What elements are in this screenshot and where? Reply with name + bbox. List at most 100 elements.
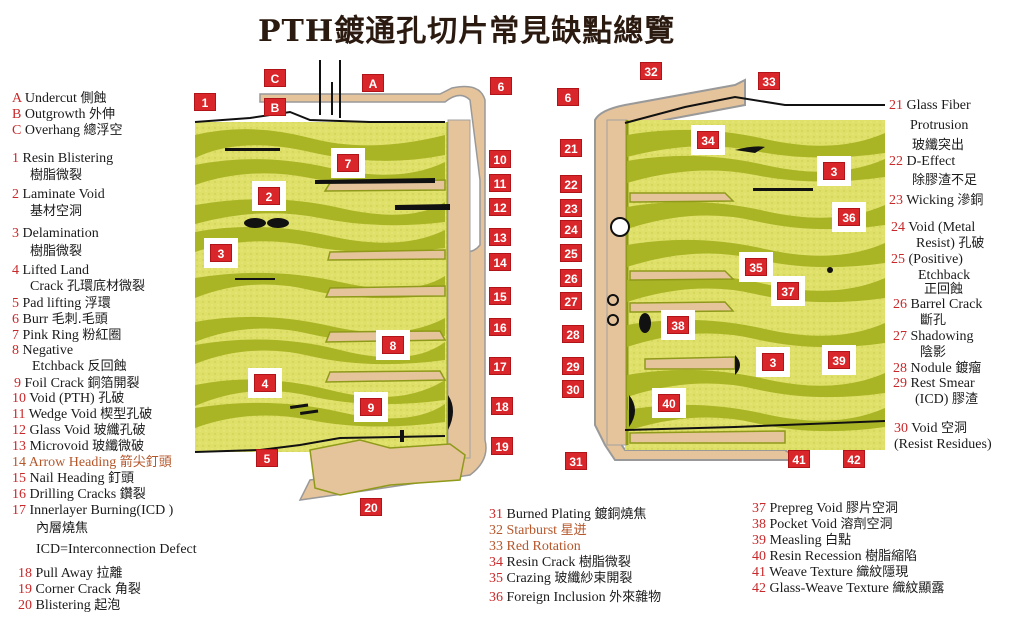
legend-number: 38 [752, 517, 766, 532]
legend-number: 29 [893, 376, 907, 391]
legend-item: 內層燒焦 [36, 521, 88, 537]
legend-english: Glass Void [29, 423, 91, 438]
legend-item: 玻纖突出 [912, 138, 964, 154]
legend-english: Etchback [32, 359, 85, 374]
legend-chinese: 浮環 [84, 296, 111, 311]
legend-chinese: 白點 [825, 533, 852, 548]
legend-number: 2 [12, 187, 19, 202]
callout-tag-42: 42 [843, 450, 865, 468]
legend-item: Resist) 孔破 [916, 236, 984, 252]
left-cross-section-diagram [194, 60, 487, 501]
legend-item: 38 Pocket Void 溶劑空洞 [752, 517, 893, 533]
legend-number: 32 [489, 523, 503, 538]
legend-english: Burr [22, 312, 49, 327]
legend-item: 22 D-Effect [889, 154, 955, 170]
legend-item: 11 Wedge Void 楔型孔破 [12, 407, 152, 423]
legend-english: Protrusion [910, 118, 969, 133]
legend-english: Microvoid [29, 439, 89, 454]
legend-number: 25 [891, 252, 905, 267]
legend-item: 2 Laminate Void [12, 187, 105, 203]
legend-item: 39 Measling 白點 [752, 533, 851, 549]
legend-item: 5 Pad lifting 浮環 [12, 296, 111, 312]
legend-english: Crack [30, 279, 64, 294]
legend-item: 35 Crazing 玻纖紗束開裂 [489, 571, 632, 587]
legend-chinese: 拉離 [96, 566, 123, 581]
legend-item: 24 Void (Metal [891, 220, 975, 236]
legend-chinese: 孔破 [958, 236, 985, 251]
legend-item: 41 Weave Texture 織紋隱現 [752, 565, 908, 581]
legend-number: 37 [752, 501, 766, 516]
callout-tag-14: 14 [489, 253, 511, 271]
legend-english: Laminate Void [22, 187, 105, 202]
legend-number: 7 [12, 328, 19, 343]
legend-item: 基材空洞 [30, 204, 82, 220]
legend-english: Foil Crack [24, 376, 85, 391]
legend-item: 26 Barrel Crack [893, 297, 982, 313]
legend-number: 24 [891, 220, 905, 235]
legend-chinese: 側蝕 [80, 91, 107, 106]
callout-tag-39: 39 [822, 345, 856, 375]
callout-tag-30: 30 [562, 380, 584, 398]
legend-english: Weave Texture [769, 565, 853, 580]
legend-english: Nail Heading [29, 471, 105, 486]
callout-tag-23: 23 [560, 199, 582, 217]
callout-tag-15: 15 [489, 287, 511, 305]
legend-item: 除膠渣不足 [912, 173, 977, 189]
legend-chinese: 外伸 [89, 107, 116, 122]
legend-item: 40 Resin Recession 樹脂縮陷 [752, 549, 917, 565]
legend-item: 樹脂微裂 [30, 244, 82, 260]
page-title: PTH鍍通孔切片常見缺點總覽 [258, 14, 676, 49]
callout-tag-11: 11 [489, 174, 511, 192]
callout-tag-3: 3 [817, 156, 851, 186]
legend-chinese: 樹脂縮陷 [865, 549, 918, 564]
legend-chinese: 釘頭 [108, 471, 135, 486]
legend-number: 34 [489, 555, 503, 570]
callout-tag-37: 37 [771, 276, 805, 306]
legend-chinese: 滲銅 [957, 193, 984, 208]
legend-item: 34 Resin Crack 樹脂微裂 [489, 555, 631, 571]
legend-english: ICD=Interconnection Defect [36, 542, 197, 557]
legend-number: 15 [12, 471, 26, 486]
legend-item: 10 Void (PTH) 孔破 [12, 391, 124, 407]
legend-number: 36 [489, 590, 503, 605]
callout-tag-3: 3 [204, 238, 238, 268]
legend-chinese: 粉紅圈 [82, 328, 122, 343]
legend-number: 39 [752, 533, 766, 548]
callout-tag-19: 19 [491, 437, 513, 455]
callout-tag-c: C [264, 69, 286, 87]
callout-tag-32: 32 [640, 62, 662, 80]
legend-item: 13 Microvoid 玻纖微破 [12, 439, 144, 455]
legend-number: 16 [12, 487, 26, 502]
legend-item: Protrusion [910, 118, 968, 134]
legend-number: 1 [12, 151, 19, 166]
legend-chinese: 溶劑空洞 [840, 517, 893, 532]
legend-number: 11 [12, 407, 26, 422]
legend-number: 40 [752, 549, 766, 564]
right-cross-section-diagram [594, 78, 885, 461]
legend-item: 6 Burr 毛刺.毛頭 [12, 312, 108, 328]
legend-chinese: 鍍銅燒焦 [594, 507, 647, 522]
legend-english: Delamination [22, 226, 99, 241]
legend-chinese: 除膠渣不足 [912, 173, 978, 188]
callout-tag-3: 3 [756, 347, 790, 377]
legend-item: 正回蝕 [924, 282, 963, 298]
legend-item: (ICD) 膠渣 [915, 392, 978, 408]
legend-item: Etchback 反回蝕 [32, 359, 127, 375]
legend-english: Pink Ring [22, 328, 79, 343]
callout-tag-34: 34 [691, 125, 725, 155]
legend-item: 15 Nail Heading 釘頭 [12, 471, 134, 487]
legend-chinese: 總浮空 [83, 123, 123, 138]
legend-item: 25 (Positive) [891, 252, 963, 268]
legend-chinese: 正回蝕 [924, 282, 964, 297]
legend-number: 17 [12, 503, 26, 518]
legend-number: 28 [893, 361, 907, 376]
callout-tag-35: 35 [739, 252, 773, 282]
legend-number: 18 [18, 566, 32, 581]
legend-english: Resist) [916, 236, 955, 251]
legend-number: 14 [12, 455, 26, 470]
legend-item: 19 Corner Crack 角裂 [18, 582, 141, 598]
callout-tag-16: 16 [489, 318, 511, 336]
legend-item: 23 Wicking 滲銅 [889, 193, 983, 209]
legend-chinese: 陰影 [920, 345, 947, 360]
callout-tag-41: 41 [788, 450, 810, 468]
